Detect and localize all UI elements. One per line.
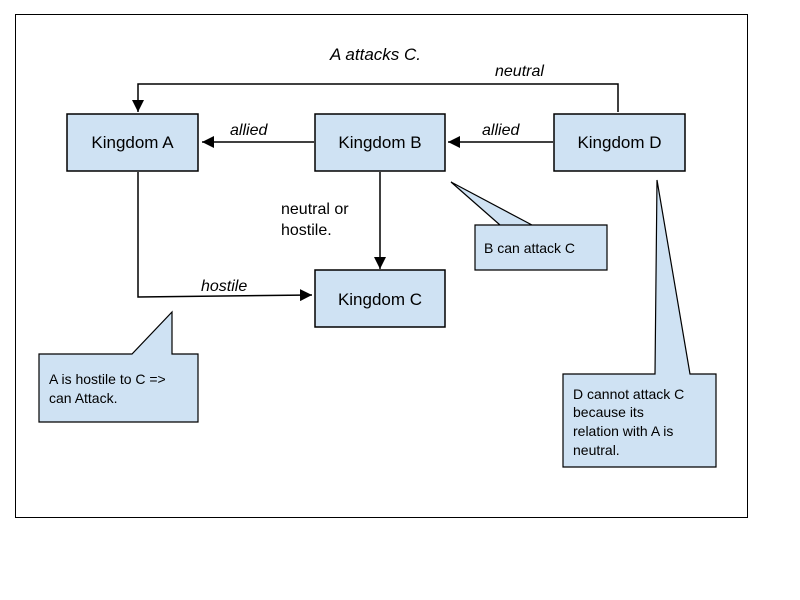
edge-label-neutral-or: neutral or <box>281 201 349 218</box>
callout-note-b: B can attack C <box>450 181 608 271</box>
edge-d-to-a <box>132 83 619 112</box>
node-label: Kingdom C <box>338 290 422 309</box>
note-line: neutral. <box>573 442 620 458</box>
node-label: Kingdom D <box>577 133 661 152</box>
node-label: Kingdom B <box>338 133 421 152</box>
diagram-title: A attacks C. <box>329 45 421 64</box>
note-line: D cannot attack C <box>573 386 684 402</box>
callout-note-a: A is hostile to C => can Attack. <box>38 310 199 423</box>
edge-label-allied-ba: allied <box>230 122 268 139</box>
edge-a-to-c <box>137 172 313 302</box>
note-line: B can attack C <box>484 240 575 256</box>
node-label: Kingdom A <box>91 133 174 152</box>
node-kingdom-c: Kingdom C <box>314 269 446 328</box>
node-kingdom-b: Kingdom B <box>314 113 446 172</box>
callout-note-d: D cannot attack C because its relation w… <box>562 179 717 468</box>
edge-label-hostile: hostile <box>201 278 247 295</box>
note-line: A is hostile to C => <box>49 371 166 387</box>
node-kingdom-d: Kingdom D <box>553 113 686 172</box>
edge-label-neutral: neutral <box>495 63 544 80</box>
node-kingdom-a: Kingdom A <box>66 113 199 172</box>
note-line: because its <box>573 404 644 420</box>
note-line: can Attack. <box>49 390 117 406</box>
edge-label-allied-db: allied <box>482 122 520 139</box>
note-line: relation with A is <box>573 423 673 439</box>
edge-label-hostile-line: hostile. <box>281 222 332 239</box>
